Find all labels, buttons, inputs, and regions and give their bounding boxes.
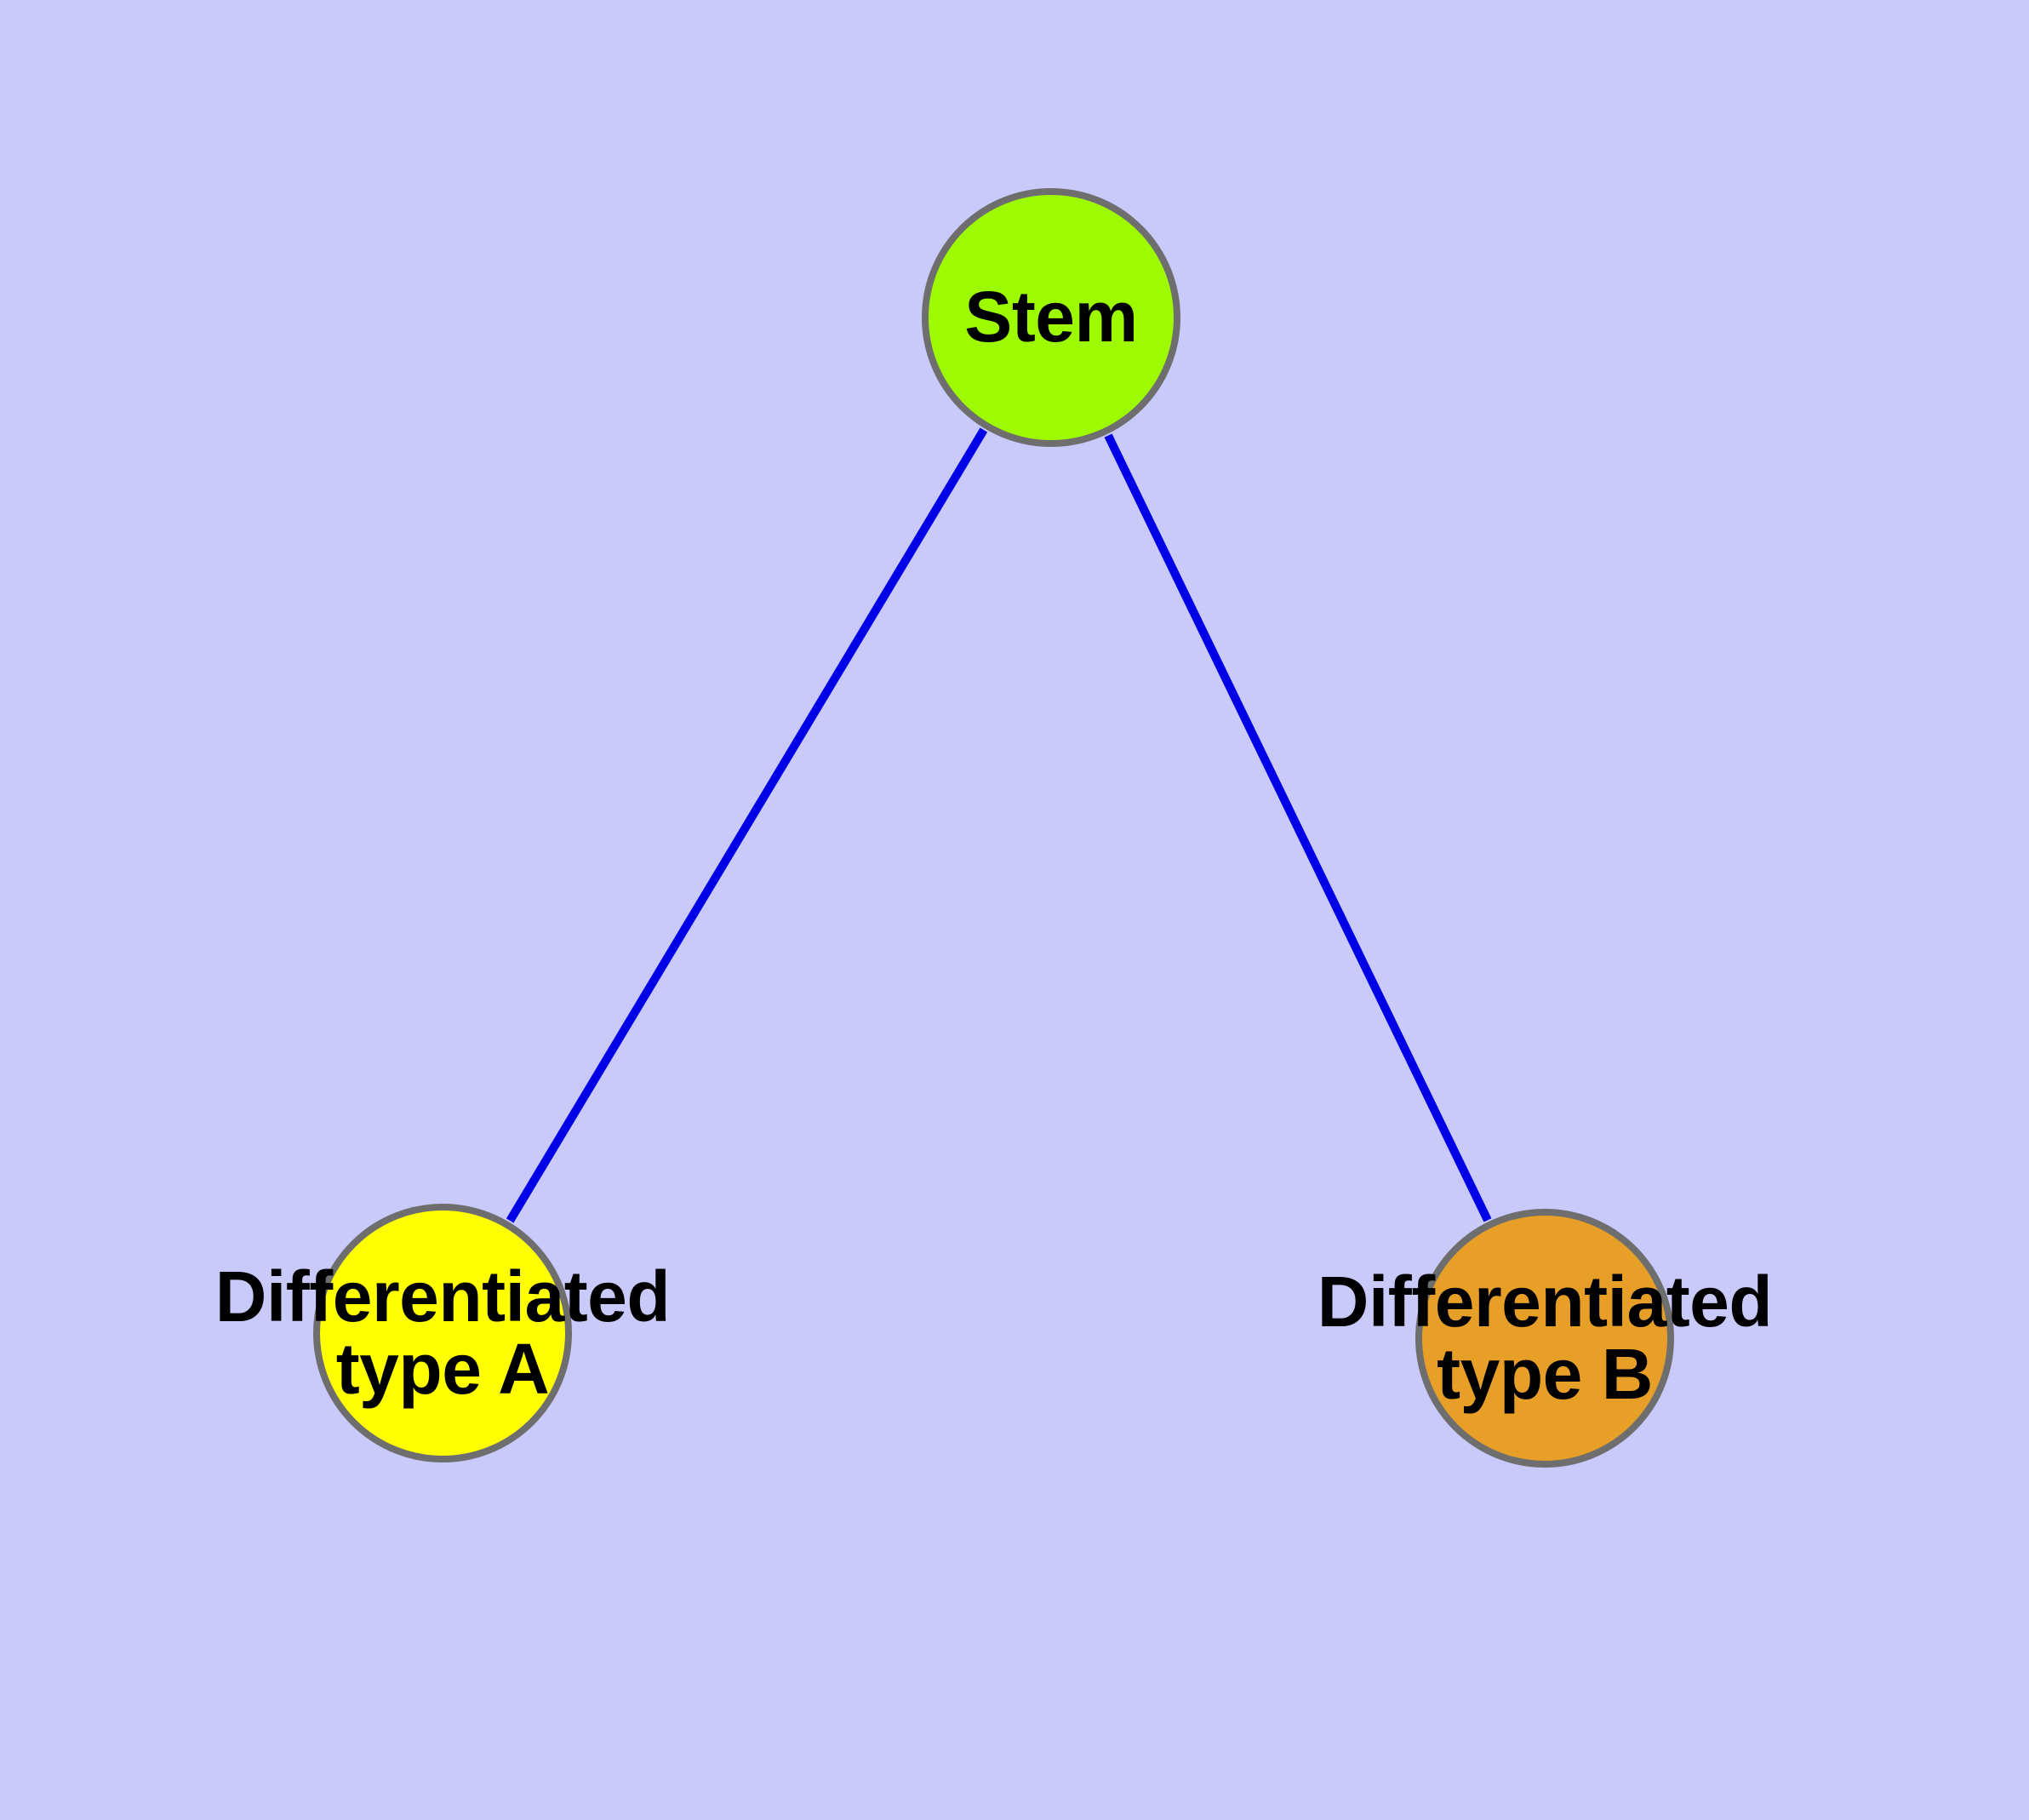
node-stem[interactable] <box>922 188 1180 447</box>
edge-stem-to-diff-b <box>1104 433 1492 1222</box>
node-differentiated-type-a[interactable] <box>313 1204 572 1462</box>
edge-stem-to-diff-a <box>506 427 988 1223</box>
node-differentiated-type-b[interactable] <box>1415 1209 1674 1468</box>
